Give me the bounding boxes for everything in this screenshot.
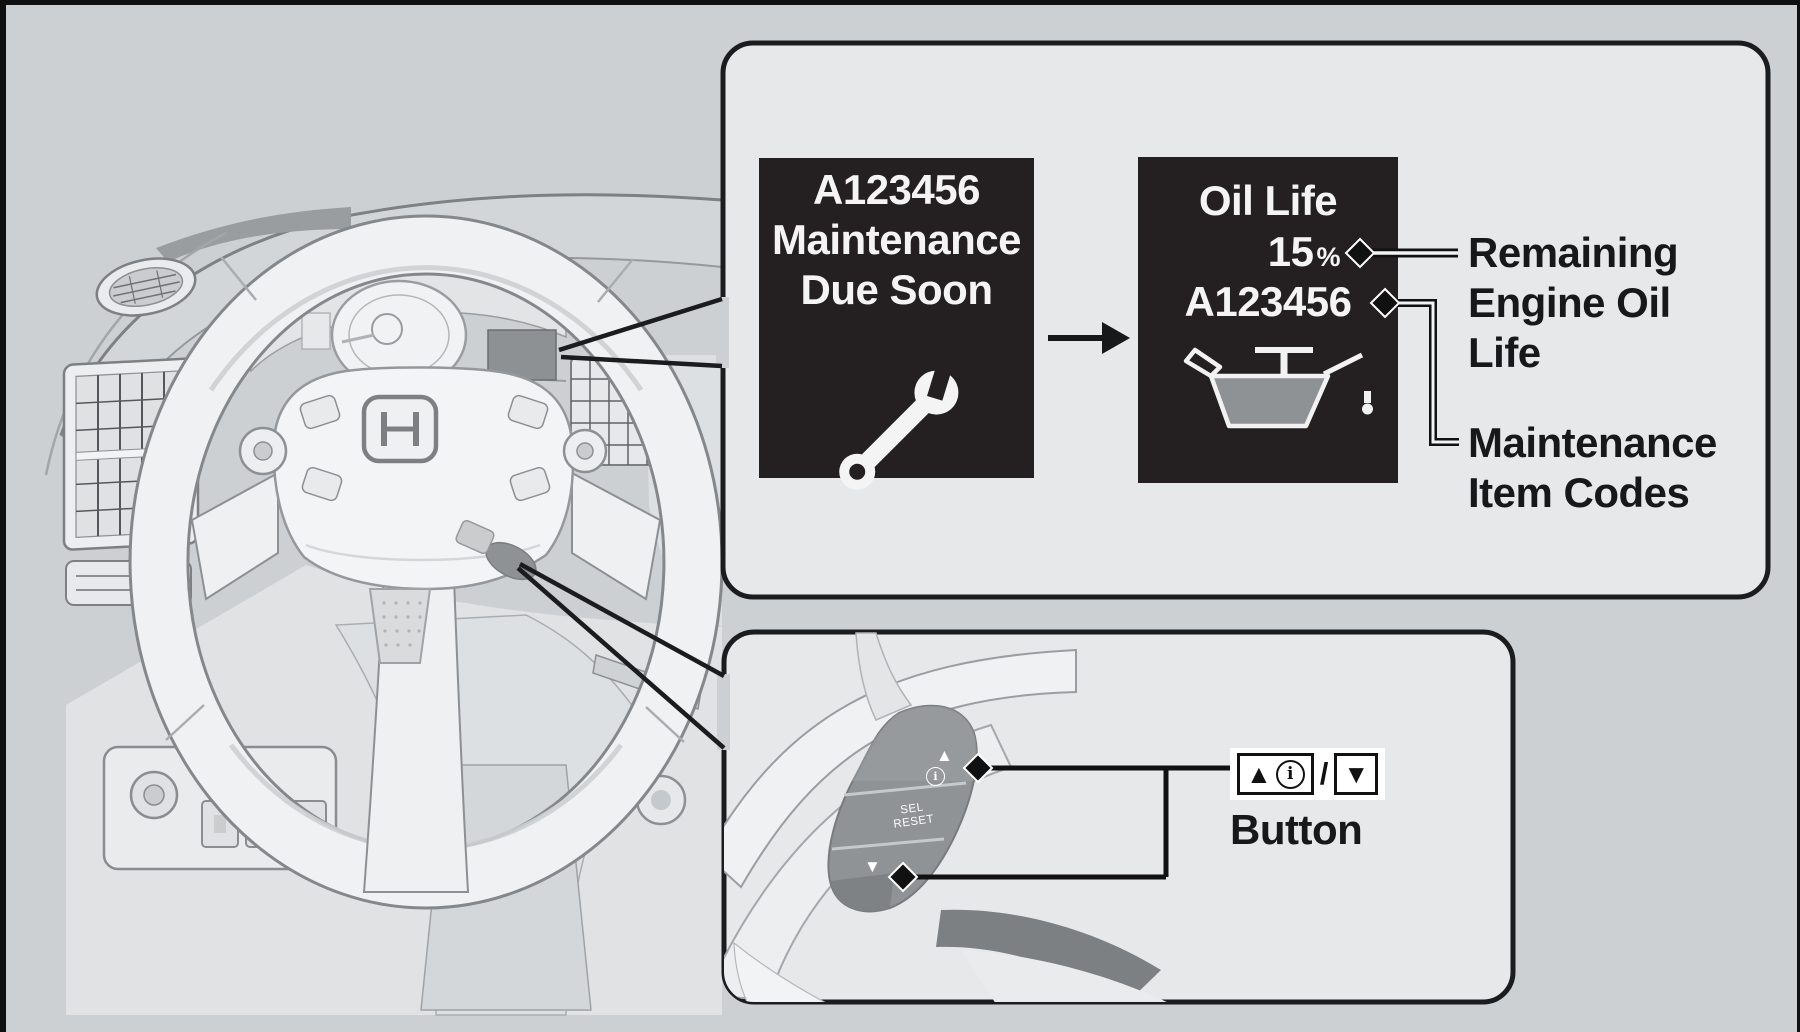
dashboard-illustration <box>44 193 724 1016</box>
leader-item-codes <box>1369 287 1459 446</box>
label-line: Engine Oil <box>1468 279 1671 326</box>
round-vent <box>95 257 197 317</box>
down-button-box: ▼ <box>1334 753 1379 795</box>
info-icon: i <box>1275 759 1305 789</box>
label-remaining-engine-oil-life: Remaining Engine Oil Life <box>1468 228 1679 378</box>
button-label-callout: ▲ i / ▼ <box>1230 748 1386 800</box>
leader-diamond <box>962 752 994 784</box>
steering-wheel <box>128 214 724 910</box>
up-triangle-icon: ▲ <box>1246 759 1272 789</box>
separator-slash: / <box>1319 756 1329 791</box>
wheel-buttons-left <box>238 394 343 502</box>
oil-life-percentage: 15 <box>1267 228 1314 275</box>
honda-logo-icon <box>361 394 439 464</box>
maintenance-item-code: A123456 <box>1184 278 1352 325</box>
wrench-icon <box>839 357 959 490</box>
pod-down-triangle-icon: ▼ <box>864 857 881 876</box>
percent-sign: % <box>1316 242 1340 272</box>
diagram-canvas <box>44 40 1771 1016</box>
steering-closeup <box>724 632 1171 1002</box>
leader-diamond <box>1369 287 1401 319</box>
oil-life-title: Oil Life <box>1198 177 1338 224</box>
label-maintenance-item-codes: Maintenance Item Codes <box>1468 418 1717 518</box>
horn-patch <box>368 588 432 664</box>
steering-button-pod <box>827 704 978 913</box>
pointer-wedge-bottom <box>516 562 730 750</box>
down-triangle-icon: ▼ <box>1343 759 1370 789</box>
label-line: Life <box>1468 329 1541 376</box>
wheel-buttons-right <box>507 394 608 502</box>
oil-can-icon <box>1183 347 1373 429</box>
pod-up-triangle-icon: ▲ <box>936 746 953 765</box>
label-line: Maintenance <box>1468 419 1717 466</box>
label-line: Item Codes <box>1468 469 1690 516</box>
oil-life-value: 15% <box>1138 227 1398 282</box>
maintenance-code-line: A123456 <box>813 166 980 213</box>
mfd-screen-after <box>1138 157 1398 483</box>
leader-diamond <box>887 861 919 893</box>
button-bracket <box>887 752 1236 893</box>
pod-info-icon: i <box>926 767 945 786</box>
mfd-message-before: A123456 Maintenance Due Soon <box>759 165 1034 315</box>
leader-oil-life <box>1344 237 1458 269</box>
button-caption: Button <box>1230 806 1363 853</box>
arrow-right-icon <box>1048 322 1130 354</box>
due-soon-line: Due Soon <box>800 266 994 313</box>
maintenance-word-line: Maintenance <box>772 216 1021 263</box>
pointer-wedge-top <box>558 296 729 369</box>
leader-diamond <box>1344 237 1376 269</box>
label-line: Remaining <box>1468 229 1679 276</box>
up-info-button-box: ▲ i <box>1237 753 1314 795</box>
